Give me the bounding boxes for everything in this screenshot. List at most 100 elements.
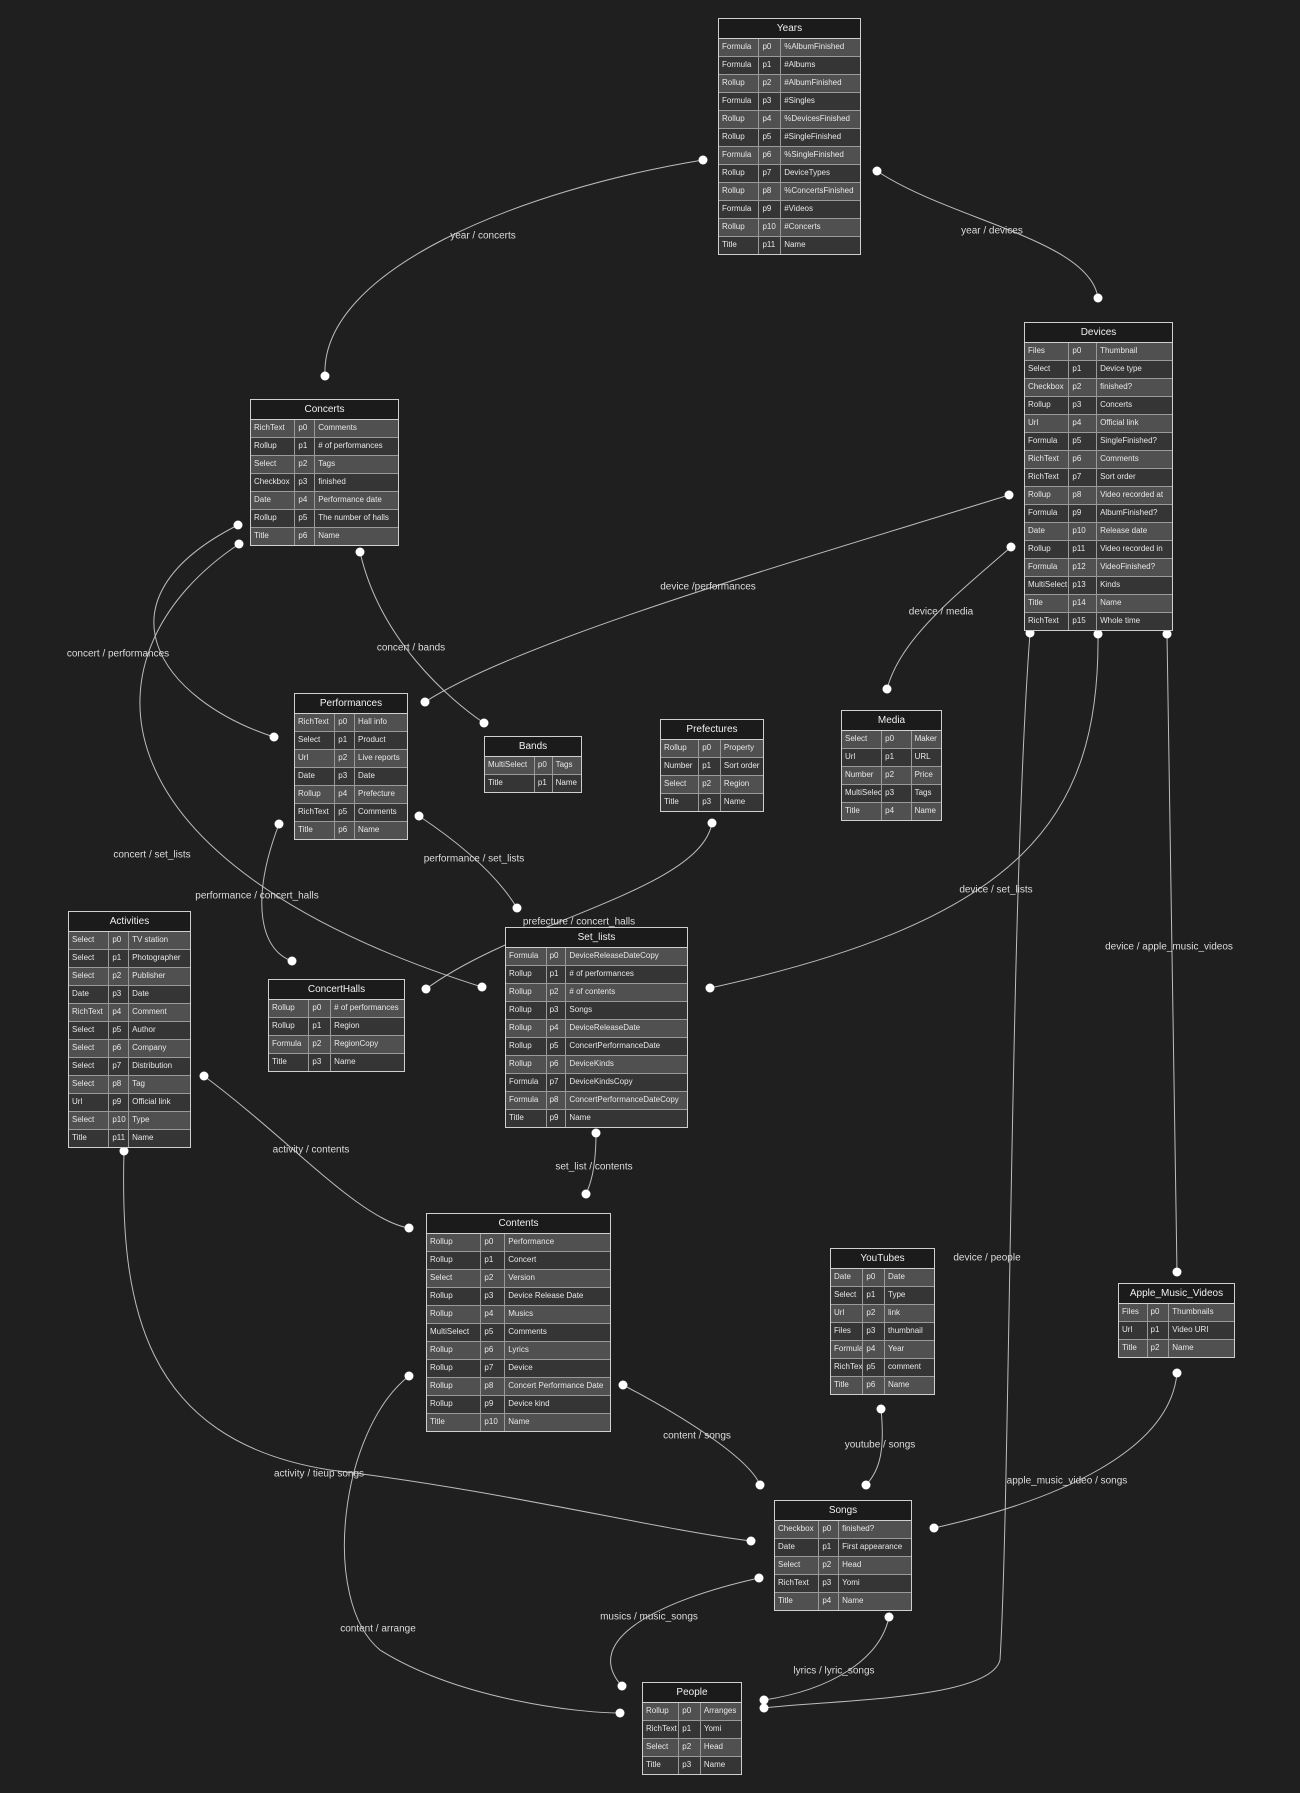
field-type: Date <box>778 1542 795 1551</box>
relation-endpoint <box>746 1536 756 1546</box>
field-type: RichText <box>1028 616 1059 625</box>
field-name: Type <box>884 1287 934 1304</box>
field-type: RichText <box>778 1578 809 1587</box>
field-id: p6 <box>294 528 314 545</box>
field-name: Songs <box>565 1002 687 1019</box>
field-type: Rollup <box>509 1041 532 1050</box>
field-id: p8 <box>758 183 780 200</box>
field-name: Year <box>884 1341 934 1358</box>
field-type: Formula <box>509 1077 539 1086</box>
field-id: p9 <box>1068 505 1096 522</box>
field-id: p6 <box>862 1377 884 1394</box>
field-id: p2 <box>862 1305 884 1322</box>
relation-label-youtube-songs: youtube / songs <box>844 1439 916 1451</box>
relation-year-concerts <box>320 155 708 381</box>
field-name: Prefecture <box>354 786 407 803</box>
field-type: Number <box>845 770 874 779</box>
field-name: Official link <box>128 1094 190 1111</box>
relation-label-content-arrange: content / arrange <box>340 1623 416 1635</box>
field-id: p1 <box>294 438 314 455</box>
relation-endpoint <box>404 1371 414 1381</box>
field-type: Rollup <box>430 1399 453 1408</box>
field-type: Title <box>488 778 503 787</box>
relation-label-lyrics-lyric-songs: lyrics / lyric_songs <box>793 1665 875 1677</box>
field-name: Name <box>910 803 941 820</box>
field-type: Select <box>664 779 687 788</box>
relation-device-setlists <box>705 629 1103 993</box>
relation-line <box>709 633 1099 989</box>
relation-endpoint <box>119 1146 129 1156</box>
field-name: finished? <box>838 1521 911 1538</box>
relation-label-concert-performances: concert / performances <box>66 648 170 660</box>
field-type: Rollup <box>430 1363 453 1372</box>
relation-endpoint <box>759 1695 769 1705</box>
field-id: p0 <box>533 757 552 774</box>
relation-performance-concerthalls <box>261 819 297 966</box>
relation-endpoint <box>404 1223 414 1233</box>
field-name: # of performances <box>314 438 398 455</box>
field-name: # of performances <box>565 966 687 983</box>
field-id: p3 <box>308 1054 330 1071</box>
field-name: Sort order <box>1096 469 1172 486</box>
entity-title: Set_lists <box>506 928 687 948</box>
field-name: Concert <box>504 1252 610 1269</box>
field-type: Formula <box>722 60 752 69</box>
field-type: Title <box>845 806 860 815</box>
relation-line <box>123 1150 752 1542</box>
relation-label-device-performances: device /performances <box>660 581 756 593</box>
field-name: AlbumFinished? <box>1096 505 1172 522</box>
field-type: Select <box>72 1043 95 1052</box>
relation-endpoint <box>479 718 489 728</box>
field-id: p3 <box>334 768 354 785</box>
field-id: p7 <box>480 1360 504 1377</box>
field-id: p8 <box>480 1378 504 1395</box>
relation-endpoint <box>1162 629 1172 639</box>
field-id: p1 <box>1146 1322 1169 1339</box>
field-name: link <box>884 1305 934 1322</box>
field-type: Rollup <box>722 186 745 195</box>
field-id: p12 <box>1068 559 1096 576</box>
field-id: p11 <box>108 1130 128 1147</box>
field-id: p9 <box>758 201 780 218</box>
relation-label-concert-setlists: concert / set_lists <box>113 849 191 861</box>
field-id: p10 <box>758 219 780 236</box>
field-id: p0 <box>1146 1304 1169 1321</box>
relation-endpoint <box>872 166 882 176</box>
field-type: Formula <box>272 1039 302 1048</box>
field-type: Select <box>1028 364 1051 373</box>
